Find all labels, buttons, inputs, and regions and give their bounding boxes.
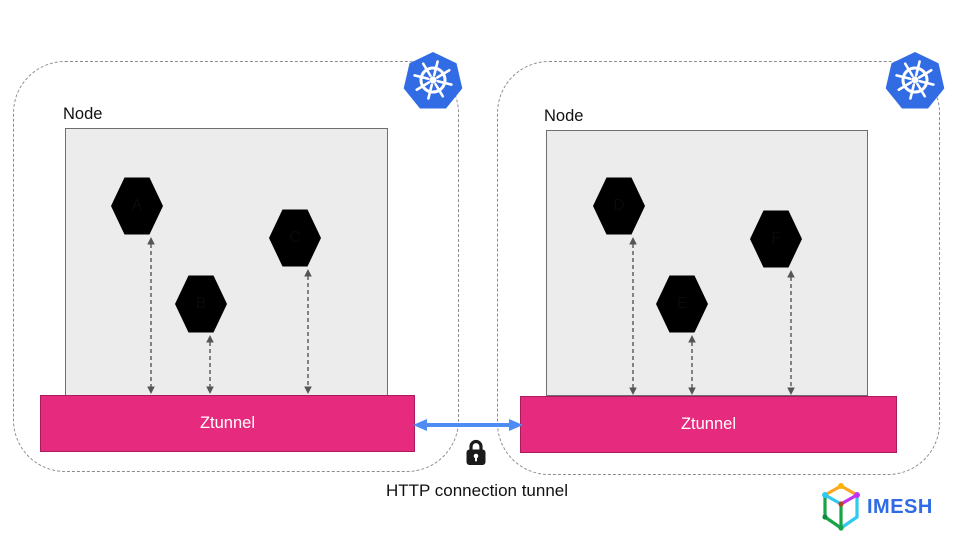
imesh-cube-icon	[822, 483, 860, 531]
pod-b-hexagon: B	[174, 274, 228, 334]
pod-b-ztunnel-arrow	[206, 335, 214, 394]
tunnel-caption: HTTP connection tunnel	[385, 481, 569, 500]
ztunnel-bar: Ztunnel	[520, 396, 897, 453]
node-label: Node	[544, 107, 584, 125]
pod-label: F	[771, 230, 781, 247]
imesh-logo-text: IMESH	[867, 495, 933, 518]
kubernetes-logo-icon	[402, 51, 464, 113]
pod-c-hexagon: C	[268, 208, 322, 268]
pod-f-hexagon: F	[749, 209, 803, 269]
tunnel-arrow	[413, 419, 523, 431]
node-box	[65, 128, 388, 396]
kubernetes-logo-icon	[884, 51, 946, 113]
lock-icon	[466, 439, 486, 465]
cluster-right: Node D E F Ztunnel	[497, 61, 940, 475]
ztunnel-bar: Ztunnel	[40, 395, 415, 452]
pod-e-hexagon: E	[655, 274, 709, 334]
pod-f-ztunnel-arrow	[787, 270, 795, 395]
pod-label: A	[131, 197, 143, 214]
node-box	[546, 130, 868, 396]
pod-label: D	[613, 197, 625, 214]
pod-label: B	[195, 295, 207, 312]
node-label: Node	[63, 105, 103, 123]
pod-d-hexagon: D	[592, 176, 646, 236]
pod-e-ztunnel-arrow	[688, 335, 696, 395]
pod-c-ztunnel-arrow	[304, 269, 312, 394]
imesh-logo: IMESH	[818, 482, 933, 532]
pod-d-ztunnel-arrow	[629, 237, 637, 395]
pod-label: C	[289, 229, 301, 246]
pod-a-ztunnel-arrow	[147, 237, 155, 394]
pod-a-hexagon: A	[110, 176, 164, 236]
pod-label: E	[676, 295, 688, 312]
cluster-left: Node A B C Ztunnel	[13, 61, 459, 472]
